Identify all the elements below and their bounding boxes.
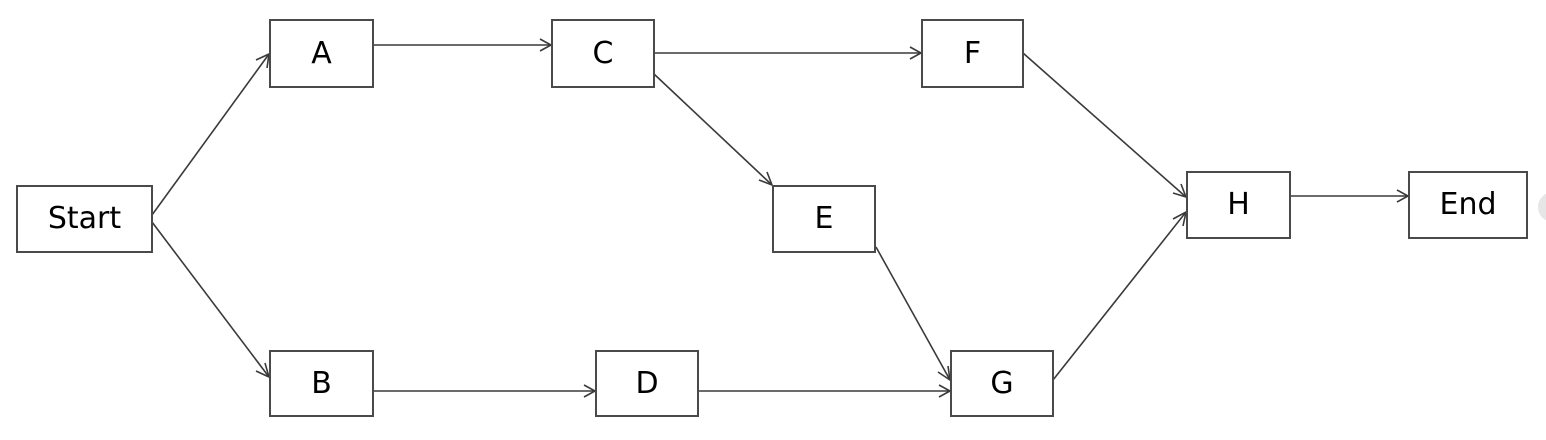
- node-f-label: F: [963, 35, 982, 71]
- node-b: B: [269, 350, 374, 417]
- node-h-label: H: [1227, 187, 1250, 222]
- node-e: E: [772, 185, 876, 253]
- node-end-label: End: [1439, 187, 1497, 222]
- node-d-label: D: [635, 365, 659, 401]
- edge-d-g: [698, 384, 952, 398]
- partial-circle-decoration: [1538, 192, 1546, 222]
- edge-c-f: [654, 46, 923, 60]
- node-start: Start: [16, 185, 153, 253]
- node-c: C: [551, 19, 655, 88]
- node-end: End: [1408, 171, 1528, 239]
- node-h: H: [1186, 171, 1291, 239]
- edge-f-h: [1022, 52, 1188, 199]
- edge-start-b: [151, 221, 271, 379]
- node-d: D: [595, 350, 699, 417]
- node-start-label: Start: [47, 201, 122, 236]
- node-a: A: [269, 19, 374, 88]
- edge-h-end: [1290, 189, 1410, 203]
- edge-a-c: [373, 38, 553, 52]
- edge-b-d: [373, 384, 597, 398]
- node-e-label: E: [814, 201, 834, 236]
- edge-start-a: [151, 52, 270, 216]
- node-f: F: [921, 19, 1024, 88]
- node-g: G: [950, 350, 1054, 417]
- edge-g-h: [1052, 210, 1188, 381]
- node-c-label: C: [592, 35, 614, 71]
- node-b-label: B: [311, 365, 332, 401]
- node-g-label: G: [990, 365, 1014, 401]
- edge-e-g: [875, 246, 952, 382]
- edge-c-e: [653, 73, 774, 187]
- node-a-label: A: [311, 35, 332, 71]
